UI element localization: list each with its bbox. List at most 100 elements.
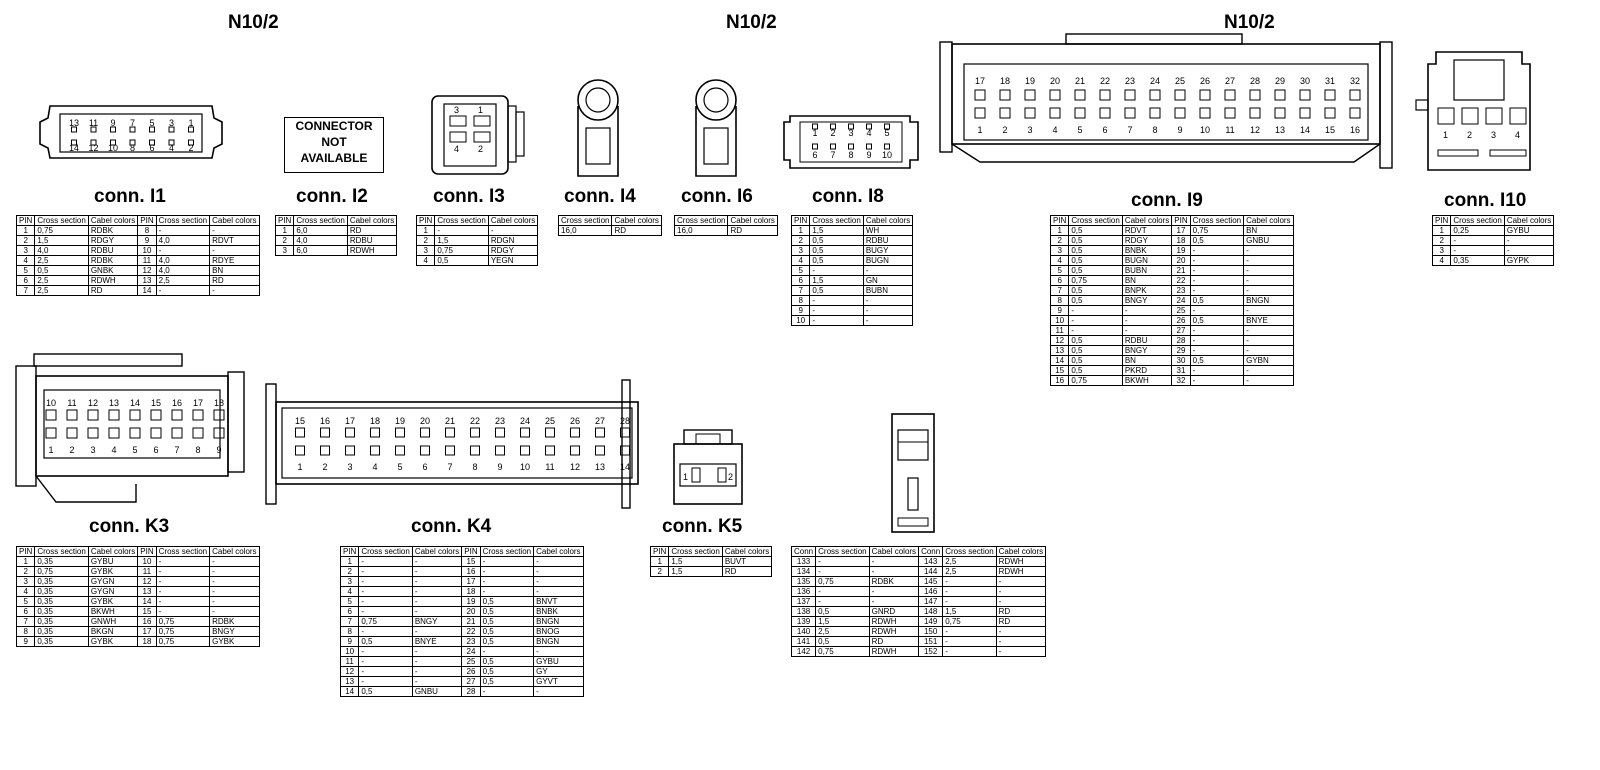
table-cell: 3 xyxy=(339,576,360,587)
table-row: 5-- xyxy=(790,265,914,276)
table-cell: 12 xyxy=(137,265,157,276)
pin-number-label: 3 xyxy=(90,445,95,455)
table-cell: 1 xyxy=(339,556,360,567)
table-cell: 4,0 xyxy=(155,255,211,266)
table-cell: 12 xyxy=(339,666,360,677)
table-cell: GYPK xyxy=(1503,255,1555,266)
pin-number-label: 25 xyxy=(545,416,555,426)
table-cell: 32 xyxy=(1171,375,1191,386)
table-cell: 6 xyxy=(15,275,36,286)
table-cell: GYVT xyxy=(533,676,584,687)
pin-cavity xyxy=(320,427,330,438)
table-cell: - xyxy=(862,305,914,316)
table-cell: BNVT xyxy=(533,596,584,607)
pin-number-label: 5 xyxy=(1077,125,1082,135)
table-cell: 5 xyxy=(15,265,36,276)
table-cell: - xyxy=(358,646,413,657)
pin-cavity xyxy=(495,427,505,438)
table-cell: BUVT xyxy=(721,556,773,567)
table-cell: 10 xyxy=(137,245,157,256)
pin-cavity xyxy=(830,143,836,150)
table-cell: 4 xyxy=(339,586,360,597)
pin-cavity xyxy=(1049,107,1061,119)
pin-number-label: 13 xyxy=(595,462,605,472)
pin-number-label: 9 xyxy=(1177,125,1182,135)
table-header-cell: PIN xyxy=(137,546,157,557)
table-cell: 0,75 xyxy=(815,576,870,587)
table-cell: - xyxy=(1243,305,1294,316)
pin-cavity xyxy=(420,427,430,438)
pin-cavity xyxy=(188,126,194,133)
table-cell: 2,5 xyxy=(815,626,870,637)
pin-number-label: 27 xyxy=(1225,76,1235,86)
pin-number-label: 7 xyxy=(1127,125,1132,135)
table-cell: 0,75 xyxy=(434,245,489,256)
table-cell: RDWH xyxy=(995,556,1047,567)
pin-number-label: 30 xyxy=(1300,76,1310,86)
pin-cavity xyxy=(66,409,78,421)
table-cell: - xyxy=(479,646,535,657)
table-cell: 143 xyxy=(918,556,944,567)
table-cell: 5 xyxy=(15,596,36,607)
table-cell: - xyxy=(411,666,463,677)
table-cell: BNGY xyxy=(209,626,260,637)
table-cell: YEGN xyxy=(487,255,539,266)
pin-number-label: 2 xyxy=(69,445,74,455)
pin-cavity xyxy=(866,123,872,130)
table-cell: - xyxy=(1243,275,1294,286)
table-cell: 26 xyxy=(461,666,481,677)
table-cell: - xyxy=(533,556,584,567)
table-cell: 151 xyxy=(918,636,944,647)
table-cell: - xyxy=(209,225,260,236)
pin-cavity xyxy=(470,445,480,456)
table-cell: RDBK xyxy=(868,576,920,587)
pin-cavity xyxy=(395,427,405,438)
table-cell: GYBK xyxy=(87,636,139,647)
table-cell: - xyxy=(995,626,1047,637)
pin-number-label: 8 xyxy=(130,143,135,153)
table-header-cell: Cabel colors xyxy=(209,546,260,557)
table-cell: 6 xyxy=(790,275,811,286)
pin-number-label: 15 xyxy=(1325,125,1335,135)
pin-number-label: 12 xyxy=(570,462,580,472)
table-cell: RDBK xyxy=(87,255,139,266)
table-cell: 23 xyxy=(1171,285,1191,296)
table-cell: - xyxy=(479,686,535,697)
pin-cavity xyxy=(45,409,57,421)
table-cell: 28 xyxy=(1171,335,1191,346)
table-cell: 144 xyxy=(918,566,944,577)
table-cell: - xyxy=(868,596,920,607)
table-cell: RDWH xyxy=(87,275,139,286)
pin-cavity xyxy=(110,139,116,146)
table-header-cell: Cross section xyxy=(942,546,997,557)
table-cell: 20 xyxy=(461,606,481,617)
pin-cavity xyxy=(168,139,175,146)
pin-number-label: 3 xyxy=(848,128,853,138)
pin-cavity xyxy=(1274,89,1286,101)
pin-cavity xyxy=(974,89,986,101)
table-cell: 1,5 xyxy=(434,235,489,246)
pin-number-label: 10 xyxy=(1200,125,1210,135)
table-cell: RD xyxy=(209,275,260,286)
table-cell: 135 xyxy=(790,576,817,587)
table-cell: 0,35 xyxy=(1450,255,1505,266)
k5-pin-label: 2 xyxy=(728,472,733,482)
pin-cavity xyxy=(71,139,77,146)
table-header-cell: Cross section xyxy=(668,546,723,557)
pin-cavity xyxy=(320,445,330,456)
table-cell: 27 xyxy=(1171,325,1191,336)
table-cell: 0,5 xyxy=(1068,355,1123,366)
pin-cavity xyxy=(999,107,1011,119)
table-header-cell: PIN xyxy=(339,546,360,557)
table-cell: 152 xyxy=(918,646,944,657)
k5-pin-label: 1 xyxy=(683,472,688,482)
